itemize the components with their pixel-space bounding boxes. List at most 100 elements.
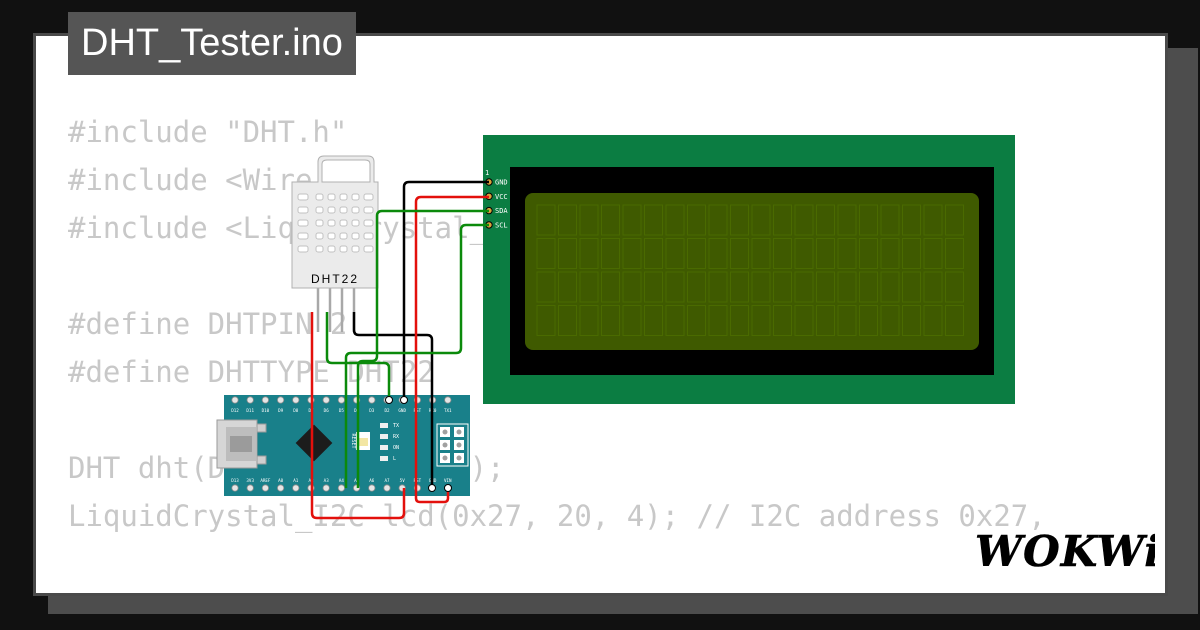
dht-vent-slot xyxy=(351,193,360,201)
wire-5v xyxy=(310,312,406,520)
nano-pin-d10 xyxy=(261,396,269,404)
lcd-cell xyxy=(794,238,814,269)
nano-pin-label: GND xyxy=(398,408,406,413)
dht-vent-slot xyxy=(363,245,374,253)
lcd-cell xyxy=(751,204,771,236)
lcd-cell xyxy=(579,271,599,303)
nano-pin-d3 xyxy=(368,396,376,404)
lcd-cell xyxy=(536,204,556,236)
svg-text:WOKWi: WOKWi xyxy=(975,527,1155,576)
dht-vent-slot xyxy=(315,245,324,253)
dht-vent-slot xyxy=(351,206,360,214)
nano-pin-label: D8 xyxy=(293,408,299,413)
lcd-cell xyxy=(773,204,792,236)
lcd-cell xyxy=(601,271,620,303)
lcd-cell xyxy=(558,204,577,236)
lcd-cell xyxy=(601,305,620,336)
nano-pin-a3 xyxy=(322,484,330,492)
dht-vent-slot xyxy=(351,219,360,227)
microcontroller-chip xyxy=(295,424,333,462)
lcd-cell xyxy=(708,204,728,236)
nano-pin-label: RST xyxy=(414,478,422,483)
lcd-cell xyxy=(773,238,792,269)
lcd-cell xyxy=(558,271,577,303)
status-leds xyxy=(380,423,388,461)
lcd-character-grid xyxy=(536,204,964,336)
lcd-cell xyxy=(751,271,771,303)
dht-vent-slot xyxy=(315,206,324,214)
lcd-cell xyxy=(622,305,642,336)
lcd-cell xyxy=(751,305,771,336)
lcd-cell xyxy=(687,204,706,236)
dht22-sensor[interactable]: DHT22 xyxy=(291,155,379,332)
lcd-cell xyxy=(644,238,663,269)
nano-pin-label: A7 xyxy=(384,478,390,483)
lcd-cell xyxy=(622,271,642,303)
wires xyxy=(310,180,489,520)
led-label: ON xyxy=(393,445,399,451)
dht-vent-slot xyxy=(315,219,324,227)
dht-vent-slot xyxy=(339,232,348,240)
nano-pin-label: 3V3 xyxy=(246,478,254,483)
nano-pin-a4 xyxy=(337,484,345,492)
dht-vent-slot xyxy=(339,245,348,253)
lcd-cell xyxy=(945,271,964,303)
lcd-cell xyxy=(751,238,771,269)
nano-pin-label: D3 xyxy=(369,408,375,413)
nano-pin-label: D2 xyxy=(384,408,390,413)
lcd-cell xyxy=(816,271,835,303)
lcd-cell xyxy=(665,271,685,303)
lcd-cell xyxy=(687,271,706,303)
nano-pin-label: D5 xyxy=(339,408,345,413)
dht-vent-slot xyxy=(297,193,309,201)
nano-pin-label: A0 xyxy=(278,478,284,483)
nano-pin-label: D6 xyxy=(324,408,330,413)
nano-pin-d5 xyxy=(337,396,345,404)
dht-vent-slot xyxy=(339,193,348,201)
nano-pin-aref xyxy=(261,484,269,492)
lcd-cell xyxy=(923,238,943,269)
lcd-cell xyxy=(945,204,964,236)
lcd-cell xyxy=(730,204,749,236)
dht-vent-slot xyxy=(327,245,336,253)
lcd-cell xyxy=(708,305,728,336)
lcd-pin-one-label: 1 xyxy=(485,169,489,177)
lcd-cell xyxy=(859,238,878,269)
nano-pin-a1 xyxy=(292,484,300,492)
nano-pin-a7 xyxy=(383,484,391,492)
dht-vent-grid xyxy=(297,193,374,253)
nano-pin-label: A6 xyxy=(369,478,375,483)
lcd-cell xyxy=(859,204,878,236)
usb-connector xyxy=(216,419,267,469)
lcd-cell xyxy=(536,238,556,269)
lcd-cell xyxy=(880,271,900,303)
lcd-cell xyxy=(902,271,921,303)
lcd-cell xyxy=(665,305,685,336)
lcd-cell xyxy=(902,204,921,236)
lcd-cell xyxy=(794,271,814,303)
led-label: L xyxy=(393,456,396,462)
nano-pin-label: A4 xyxy=(339,478,345,483)
lcd-cell xyxy=(536,305,556,336)
lcd-cell xyxy=(880,204,900,236)
dht-vent-slot xyxy=(363,219,374,227)
lcd-cell xyxy=(923,271,943,303)
lcd-cell xyxy=(730,238,749,269)
nano-pin-label: AREF xyxy=(260,478,271,483)
lcd-cell xyxy=(579,305,599,336)
lcd-cell xyxy=(644,204,663,236)
nano-pin-d9 xyxy=(276,396,285,404)
nano-pin-label: RST xyxy=(414,408,422,413)
nano-pin-label: D12 xyxy=(231,408,239,413)
dht-vent-slot xyxy=(315,232,324,240)
wire-lcd-vcc xyxy=(414,195,489,504)
lcd-cell xyxy=(622,204,642,236)
lcd-cell xyxy=(794,305,814,336)
lcd-cell xyxy=(837,271,857,303)
lcd-cell xyxy=(837,305,857,336)
dht-vent-slot xyxy=(297,206,309,214)
code-line: #define DHTPIN 2 xyxy=(68,307,348,341)
lcd-cell xyxy=(945,238,964,269)
